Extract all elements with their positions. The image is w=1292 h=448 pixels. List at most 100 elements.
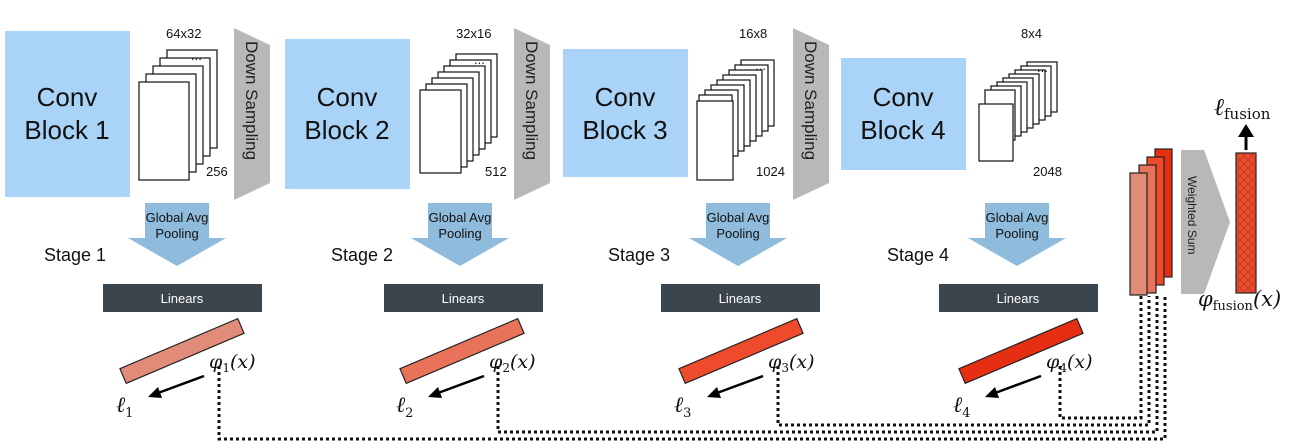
loss-arrow-2 <box>437 374 485 395</box>
svg-text:Block 4: Block 4 <box>860 115 945 145</box>
pooling-arrow-2: Global Avg Pooling <box>411 203 509 266</box>
channel-count-1: 256 <box>206 164 228 179</box>
channel-count-2: 512 <box>485 164 507 179</box>
svg-text:Block 2: Block 2 <box>304 115 389 145</box>
pooling-label-1-line2: Pooling <box>155 226 198 241</box>
linears-bar-2 <box>384 284 543 312</box>
svg-text:Pooling: Pooling <box>716 226 759 241</box>
conv-block-2-line1: Conv <box>317 82 378 112</box>
stage-2: Conv Block 2 ... 32x16 512 Down Sampling… <box>285 26 550 421</box>
pooling-arrow-4: Global Avg Pooling <box>968 203 1066 266</box>
conv-block-3 <box>563 49 688 177</box>
loss-label-4: ℓ4 <box>953 393 970 421</box>
feature-dims-4: 8x4 <box>1021 26 1042 41</box>
channel-count-4: 2048 <box>1033 164 1062 179</box>
ellipsis-2: ... <box>474 52 485 67</box>
svg-text:Global Avg: Global Avg <box>146 210 209 225</box>
linears-label-2: Linears <box>442 291 485 306</box>
svg-text:Down Sampling: Down Sampling <box>801 41 820 160</box>
svg-text:Conv: Conv <box>317 82 378 112</box>
loss-label-3: ℓ3 <box>674 393 691 421</box>
stage-3: Conv Block 3 ... 16x8 1024 Down Sampling… <box>563 26 829 421</box>
stage-4: Conv Block 4 ... 8x4 2048 Global Avg Poo… <box>841 26 1098 421</box>
linears-label-3: Linears <box>719 291 762 306</box>
feature-map-stack-2 <box>419 53 498 174</box>
pooling-label-3-line1: Global Avg <box>707 210 770 225</box>
embedding-bar-4 <box>958 317 1084 385</box>
stage-label-4: Stage 4 <box>887 245 949 265</box>
conv-block-4 <box>841 58 966 170</box>
feature-dims-1: 64x32 <box>166 26 201 41</box>
pooling-arrow-1: Global Avg Pooling <box>128 203 226 266</box>
loss-arrow-1 <box>157 374 205 395</box>
pooling-label-3-line2: Pooling <box>716 226 759 241</box>
fusion-loss-label: ℓfusion <box>1214 93 1271 123</box>
down-sampling-3: Down Sampling <box>793 28 829 200</box>
dotted-connectors <box>217 296 1167 441</box>
loss-label-1: ℓ1 <box>116 393 133 421</box>
down-sampling-label-3: Down Sampling <box>801 41 820 160</box>
feature-map-stack-1 <box>138 49 218 181</box>
svg-text:Block 1: Block 1 <box>24 115 109 145</box>
svg-text:Pooling: Pooling <box>438 226 481 241</box>
pooling-label-1-line1: Global Avg <box>146 210 209 225</box>
ellipsis-4: ... <box>1037 60 1048 75</box>
pooling-label-2-line2: Pooling <box>438 226 481 241</box>
stage-1: Conv Block 1 ... 64x32 256 Down Sampling… <box>5 26 270 421</box>
embedding-bar-1 <box>119 317 245 385</box>
stage-label-3: Stage 3 <box>608 245 670 265</box>
feature-dims-3: 16x8 <box>739 26 767 41</box>
channel-count-3: 1024 <box>756 164 785 179</box>
linears-label-4: Linears <box>997 291 1040 306</box>
stage-label-2: Stage 2 <box>331 245 393 265</box>
weighted-sum-arrow: Weighted Sum <box>1181 150 1230 294</box>
loss-arrow-4 <box>994 374 1042 395</box>
pooling-label-4-line2: Pooling <box>995 226 1038 241</box>
svg-text:Global Avg: Global Avg <box>707 210 770 225</box>
pooling-label-2-line1: Global Avg <box>429 210 492 225</box>
linears-bar-4 <box>939 284 1098 312</box>
pooling-label-4-line1: Global Avg <box>986 210 1049 225</box>
svg-text:Global Avg: Global Avg <box>986 210 1049 225</box>
weighted-sum-label: Weighted Sum <box>1185 176 1199 255</box>
svg-text:Block 3: Block 3 <box>582 115 667 145</box>
svg-text:Pooling: Pooling <box>155 226 198 241</box>
phi-label-1: φ1(x) <box>209 351 256 375</box>
feature-map-stack-4 <box>978 61 1058 162</box>
down-sampling-1: Down Sampling <box>234 28 270 200</box>
conv-block-3-line2: Block 3 <box>582 115 667 145</box>
svg-text:Pooling: Pooling <box>995 226 1038 241</box>
linears-bar-3 <box>661 284 820 312</box>
svg-text:Down Sampling: Down Sampling <box>242 41 261 160</box>
svg-text:Conv: Conv <box>37 82 98 112</box>
conv-block-3-line1: Conv <box>595 82 656 112</box>
phi-label-4: φ4(x) <box>1046 351 1093 375</box>
svg-text:Conv: Conv <box>873 82 934 112</box>
down-sampling-label-1: Down Sampling <box>242 41 261 160</box>
linears-label-1: Linears <box>161 291 204 306</box>
loss-label-2: ℓ2 <box>396 393 413 421</box>
down-sampling-label-2: Down Sampling <box>522 41 541 160</box>
down-sampling-2: Down Sampling <box>514 28 550 200</box>
svg-text:Down Sampling: Down Sampling <box>522 41 541 160</box>
ellipsis-3: ... <box>755 58 766 73</box>
phi-label-2: φ2(x) <box>489 351 536 375</box>
conv-block-1 <box>5 31 130 197</box>
conv-block-1-line1: Conv <box>37 82 98 112</box>
feature-dims-2: 32x16 <box>456 26 491 41</box>
svg-text:Conv: Conv <box>595 82 656 112</box>
stacked-embeddings <box>1129 148 1173 296</box>
linears-bar-1 <box>103 284 262 312</box>
stage-label-1: Stage 1 <box>44 245 106 265</box>
svg-text:Weighted Sum: Weighted Sum <box>1185 176 1199 255</box>
embedding-bar-2 <box>399 317 525 385</box>
fusion-phi-label: φfusion(x) <box>1198 287 1281 314</box>
phi-label-3: φ3(x) <box>768 351 815 375</box>
conv-block-4-line2: Block 4 <box>860 115 945 145</box>
fusion-block: Weighted Sum ℓfusion φfusion(x) <box>1129 93 1281 314</box>
conv-block-2 <box>285 39 410 189</box>
conv-block-2-line2: Block 2 <box>304 115 389 145</box>
loss-arrow-3 <box>716 374 764 395</box>
feature-map-stack-3 <box>696 59 775 181</box>
